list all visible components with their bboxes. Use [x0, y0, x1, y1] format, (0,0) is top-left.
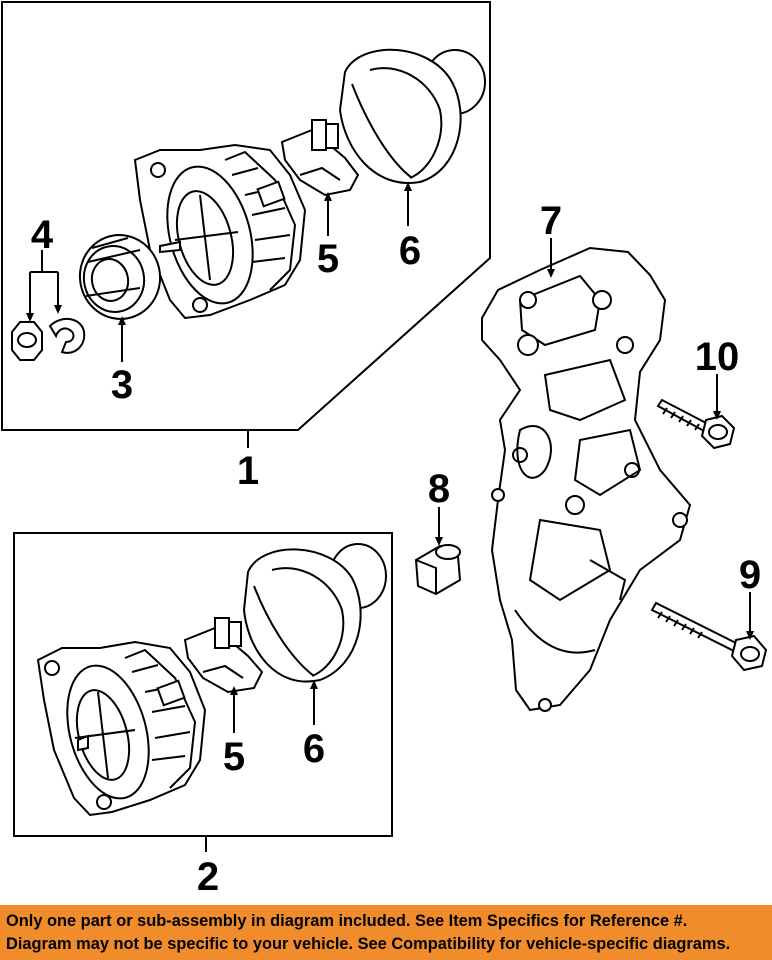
voltage-regulator-upper	[280, 119, 360, 197]
alternator-upper	[133, 143, 307, 320]
parts-diagram: 1 2 3 4 5 6 7 8 9 10 5 6	[1, 1, 768, 899]
callout-10: 10	[695, 335, 740, 379]
callout-5-lower: 5	[223, 735, 245, 779]
callout-7: 7	[540, 199, 562, 243]
callout-6-lower: 6	[303, 727, 325, 771]
nut-and-washer	[11, 317, 86, 361]
callout-8: 8	[428, 467, 450, 511]
callout-2: 2	[197, 855, 219, 899]
bolt-9	[650, 601, 768, 672]
disclaimer-banner: Only one part or sub-assembly in diagram…	[0, 905, 772, 960]
disclaimer-line-2: Diagram may not be specific to your vehi…	[6, 935, 731, 953]
alternator-lower	[36, 640, 207, 817]
rear-cover-upper	[338, 48, 486, 185]
callout-9: 9	[739, 553, 761, 597]
spacer	[414, 544, 462, 596]
assembly-2-frame	[13, 532, 393, 837]
voltage-regulator-lower	[183, 617, 264, 694]
callout-3: 3	[111, 363, 133, 407]
callout-5-upper: 5	[317, 237, 339, 281]
rear-cover-lower	[242, 543, 387, 683]
callout-4: 4	[31, 213, 54, 257]
assembly-1-frame	[1, 1, 491, 431]
mounting-bracket	[481, 246, 692, 712]
disclaimer-line-1: Only one part or sub-assembly in diagram…	[6, 912, 688, 930]
callout-6-upper: 6	[399, 229, 421, 273]
pulley	[78, 234, 162, 320]
leader-lines	[26, 182, 754, 733]
bolt-10	[656, 398, 736, 450]
callout-1: 1	[237, 449, 259, 493]
